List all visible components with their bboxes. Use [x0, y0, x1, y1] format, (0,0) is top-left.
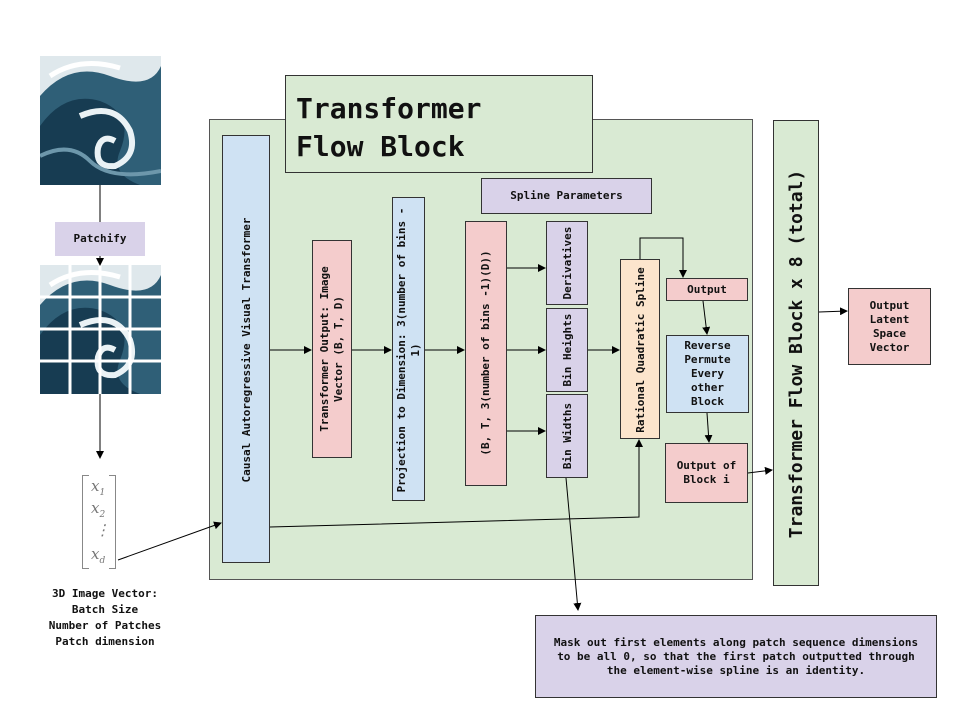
- input-caption: 3D Image Vector: Batch Size Number of Pa…: [20, 586, 190, 650]
- spline-parameters-box: Spline Parameters: [481, 178, 652, 214]
- arrow-vector-to-transformer: [117, 521, 222, 561]
- output-label: Output: [687, 282, 727, 296]
- vector-entry-2: x2: [91, 499, 106, 520]
- final-output-label: Output Latent Space Vector: [869, 298, 910, 354]
- block-output-label: Output of Block i: [676, 459, 737, 486]
- arrow-transformer-to-spline: [269, 439, 643, 528]
- patched-wave-graphic: [40, 265, 161, 394]
- caption-line: Number of Patches: [48, 619, 162, 632]
- arrow-spline-to-output: [639, 237, 687, 278]
- bin-heights-box: Bin Heights: [546, 308, 588, 392]
- reshape-box: (B, T, 3(number of bins -1)(D)): [465, 221, 507, 486]
- arrow-permute-to-block-output: [704, 412, 713, 443]
- caption-line: Batch Size: [71, 603, 139, 616]
- output-box: Output: [666, 278, 748, 301]
- wave-image-graphic: [40, 56, 161, 185]
- patchify-box: Patchify: [55, 222, 145, 256]
- causal-transformer-box: Causal Autoregressive Visual Transformer: [222, 135, 270, 563]
- reverse-permute-box: Reverse Permute Every other Block: [666, 335, 749, 413]
- rq-spline-box: Rational Quadratic Spline: [620, 259, 660, 439]
- vector-entry-1: x1: [91, 477, 106, 498]
- wave-image: [40, 56, 161, 185]
- block-title-box: Transformer Flow Block: [285, 75, 593, 173]
- vector-entry-d: xd: [91, 545, 106, 566]
- caption-line: 3D Image Vector:: [52, 587, 158, 600]
- caption-line: Patch dimension: [55, 635, 155, 648]
- vector-entry-ellipsis: ⋮: [95, 521, 110, 539]
- block-title-line: Flow Block: [296, 130, 465, 163]
- mask-note-box: Mask out first elements along patch sequ…: [535, 615, 937, 698]
- projection-box: Projection to Dimension: 3(number of bin…: [392, 197, 425, 501]
- patched-wave-image: [40, 265, 161, 394]
- mask-note-label: Mask out first elements along patch sequ…: [553, 635, 919, 677]
- input-vector: x1 x2 ⋮ xd: [82, 475, 116, 569]
- repeat-block-box: Transformer Flow Block x 8 (total): [773, 120, 819, 586]
- derivatives-box: Derivatives: [546, 221, 588, 305]
- block-output-box: Output of Block i: [665, 443, 748, 503]
- reverse-permute-label: Reverse Permute Every other Block: [684, 339, 731, 408]
- arrow-widths-to-mask-note: [565, 477, 582, 611]
- block-title-line: Transformer: [296, 92, 482, 125]
- transformer-output-box: Transformer Output: Image Vector (B, T, …: [312, 240, 352, 458]
- patchify-label: Patchify: [73, 232, 127, 245]
- bin-widths-box: Bin Widths: [546, 394, 588, 478]
- arrow-repeat-to-final-output: [818, 307, 848, 316]
- spline-parameters-label: Spline Parameters: [510, 189, 623, 202]
- final-output-box: Output Latent Space Vector: [848, 288, 931, 365]
- arrow-output-to-permute: [702, 300, 711, 335]
- arrow-block-output-to-repeat: [747, 466, 773, 475]
